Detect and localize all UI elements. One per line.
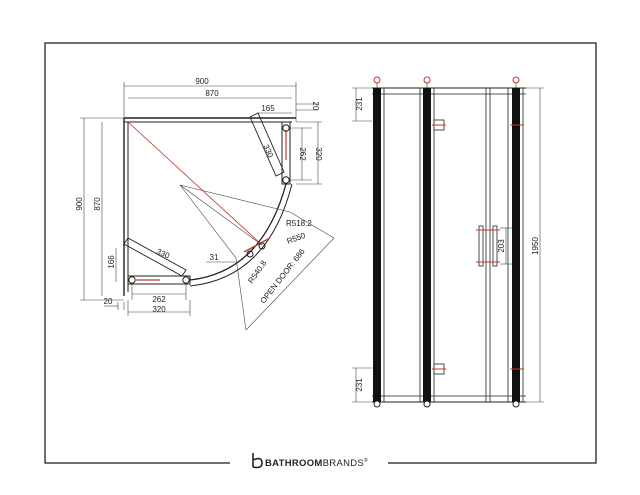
dim-height-inner: 870 <box>93 197 102 211</box>
dim-elev-top-231: 231 <box>355 97 364 111</box>
dim-bottom-262: 262 <box>152 295 166 304</box>
dim-elev-handle-203: 203 <box>497 239 506 253</box>
brand-logo-icon <box>252 453 263 469</box>
brand-name-light: BRANDS <box>323 458 364 469</box>
dim-left-panel-diag: 330 <box>155 247 171 261</box>
dim-open-door: OPEN DOOR: 686 <box>258 247 306 306</box>
dim-top-gap: 20 <box>311 102 320 111</box>
elev-handle-left <box>478 225 484 267</box>
dim-elev-height-1950: 1950 <box>531 237 540 255</box>
dim-elev-bottom-231: 231 <box>355 378 364 392</box>
dim-radius-540: R540.8 <box>246 258 268 285</box>
elev-fixing-top-2 <box>423 76 431 84</box>
dim-bottom-31: 31 <box>210 253 219 262</box>
dim-left-166: 166 <box>107 255 116 269</box>
elev-post-mid <box>423 88 431 402</box>
plan-view: 900 870 165 20 900 870 166 330 <box>75 77 335 331</box>
dim-radius-550: R550 <box>286 231 308 246</box>
elev-handle-right <box>492 225 498 267</box>
brand-name-bold: BATHROOM <box>265 458 323 469</box>
svg-text:BATHROOMBRANDS®: BATHROOMBRANDS® <box>265 457 368 469</box>
elevation-view: 231 231 <box>352 76 544 408</box>
elev-fixing-top-1 <box>373 76 381 84</box>
dim-width-inner: 870 <box>205 89 219 98</box>
dim-bottom-gap: 20 <box>104 297 113 306</box>
brand-footer: BATHROOMBRANDS® <box>230 453 388 471</box>
dim-radius-518: R518.2 <box>286 219 312 228</box>
dim-right-320: 320 <box>314 147 323 161</box>
dim-width-outer: 900 <box>195 77 209 86</box>
elev-post-left <box>373 88 381 402</box>
elev-post-right <box>512 88 520 402</box>
dim-top-panel-diag: 330 <box>261 143 275 159</box>
brand-mark: ® <box>364 457 368 464</box>
elev-fixing-top-3 <box>512 76 520 84</box>
dim-bottom-320: 320 <box>152 305 166 314</box>
dim-right-262: 262 <box>298 147 307 161</box>
dim-top-panel: 165 <box>261 104 275 113</box>
dim-height-outer: 900 <box>75 197 84 211</box>
